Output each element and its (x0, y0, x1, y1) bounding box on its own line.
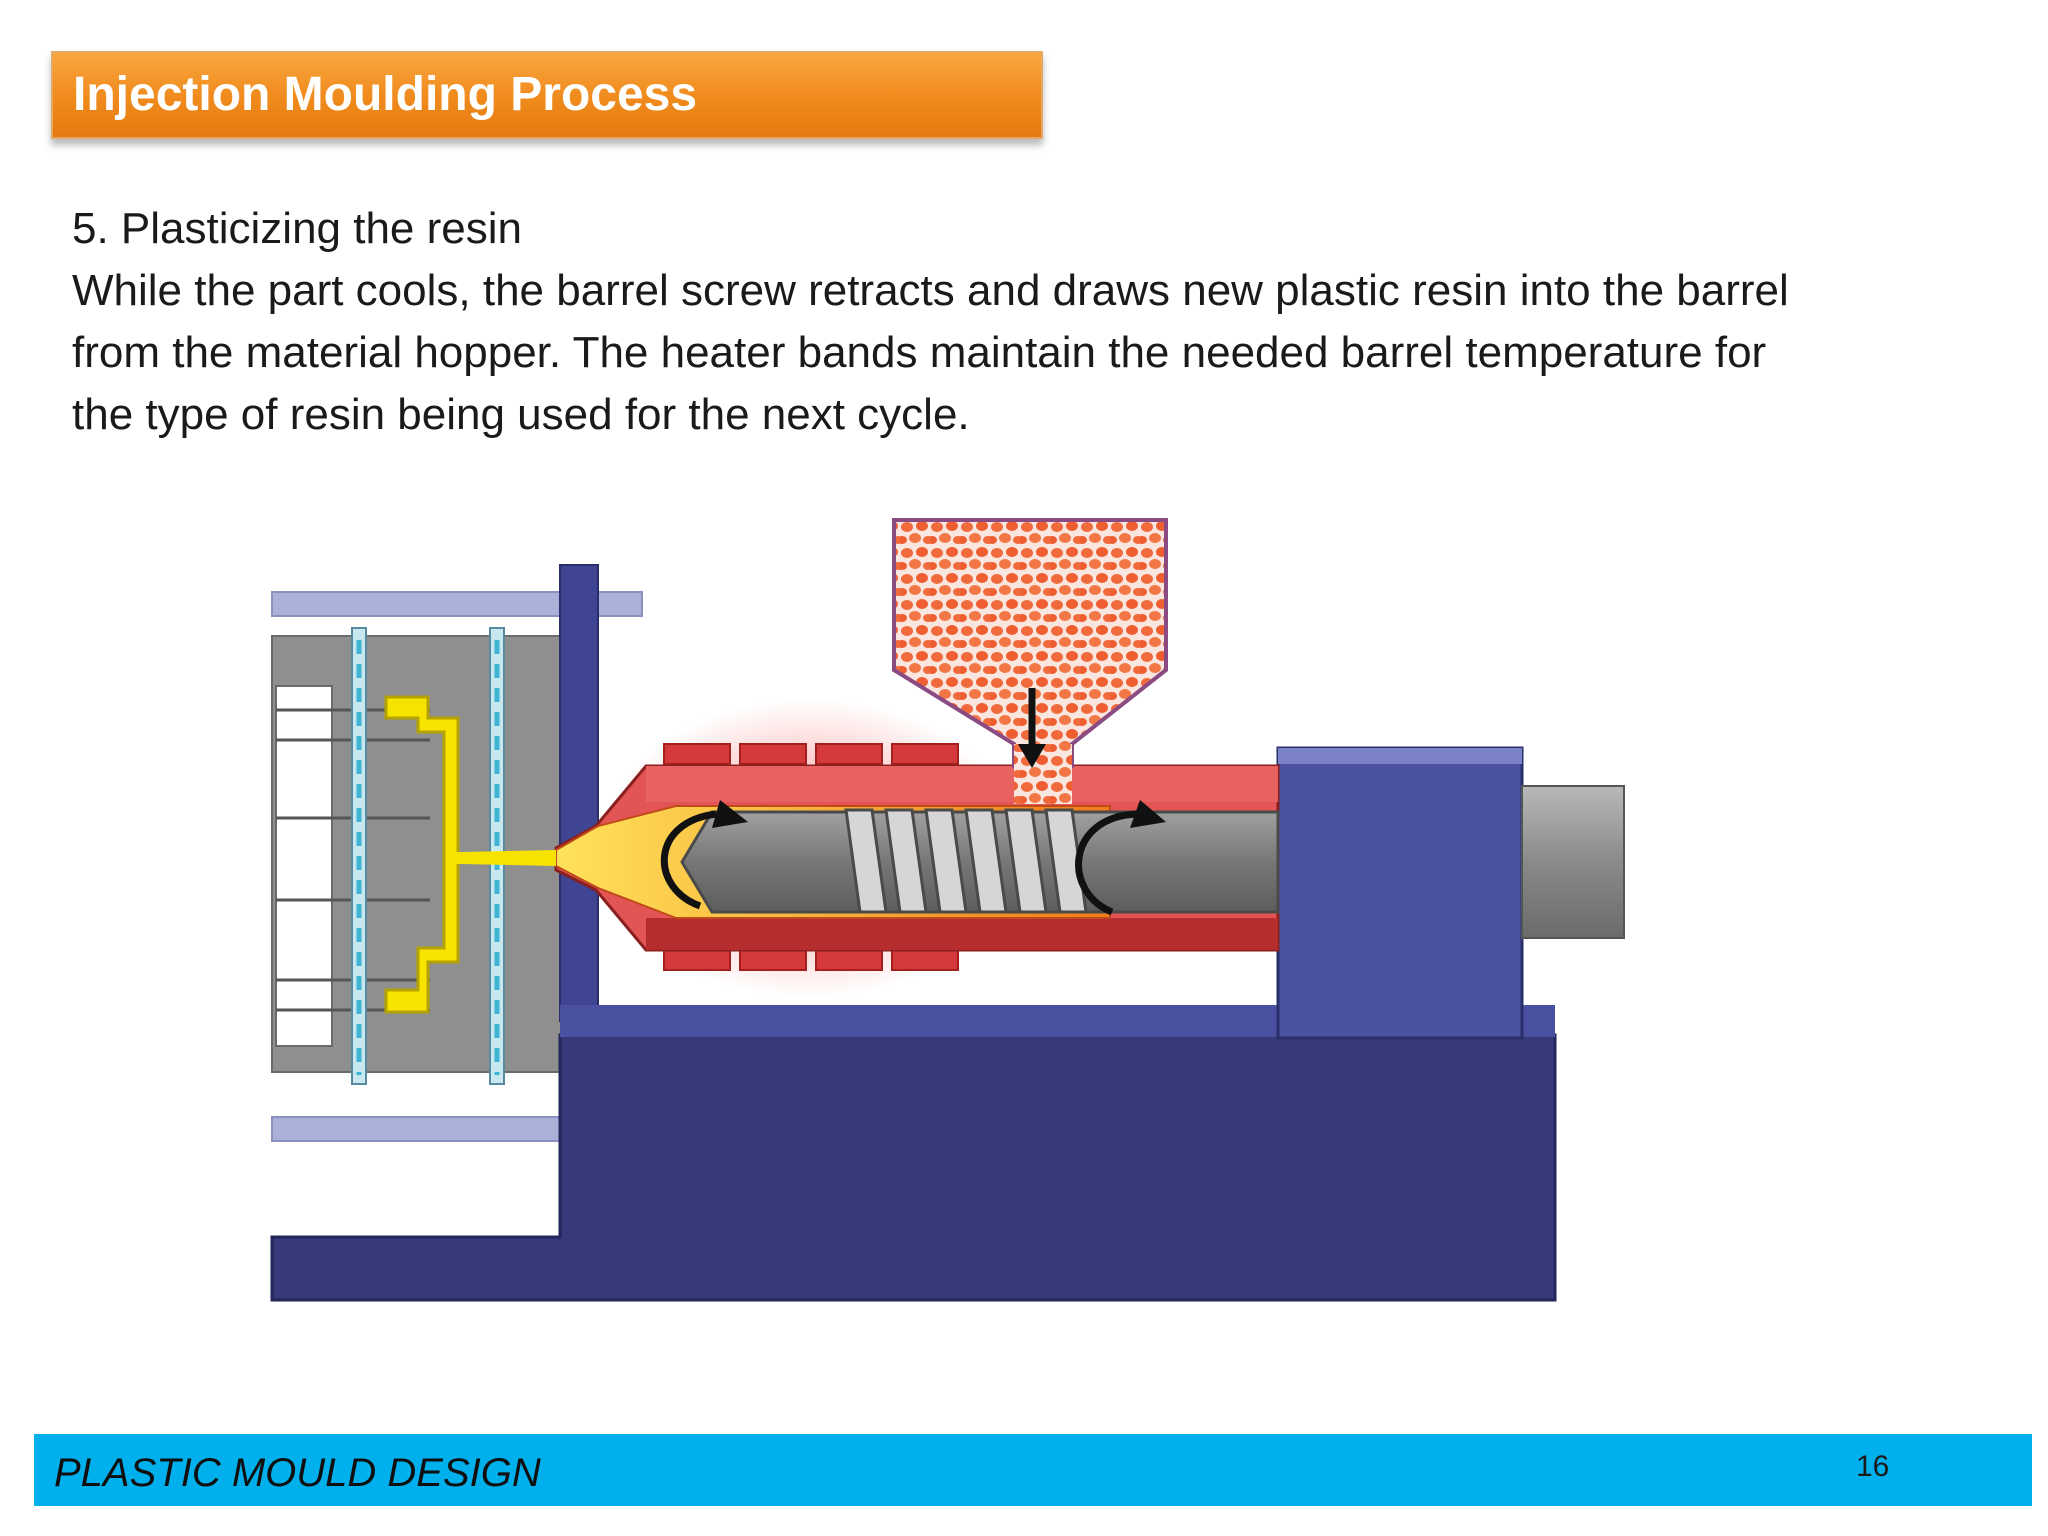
rotation-arrow-icon (661, 810, 1139, 916)
title-banner: Injection Moulding Process (51, 51, 1043, 139)
step-heading: 5. Plasticizing the resin (72, 204, 522, 253)
body-line-2: from the material hopper. The heater ban… (72, 328, 1767, 377)
body-text: 5. Plasticizing the resin While the part… (72, 198, 1972, 446)
footer-label: PLASTIC MOULD DESIGN (54, 1451, 541, 1495)
footer-bar: PLASTIC MOULD DESIGN (34, 1434, 2032, 1506)
hopper-icon (892, 518, 1168, 804)
slide-title: Injection Moulding Process (73, 68, 698, 121)
injection-carriage (1276, 746, 1524, 1040)
down-arrow-icon (1018, 688, 1046, 768)
body-line-1: While the part cools, the barrel screw r… (72, 266, 1789, 315)
screw-icon (680, 808, 1280, 914)
heater-band-icon (663, 743, 959, 971)
mould-icon (384, 695, 460, 1014)
machine-base (270, 1033, 1557, 1302)
stationary-platen (559, 564, 599, 1022)
hydraulic-ram (1521, 785, 1625, 939)
body-line-3: the type of resin being used for the nex… (72, 390, 970, 439)
page-number: 16 (1856, 1450, 1890, 1483)
